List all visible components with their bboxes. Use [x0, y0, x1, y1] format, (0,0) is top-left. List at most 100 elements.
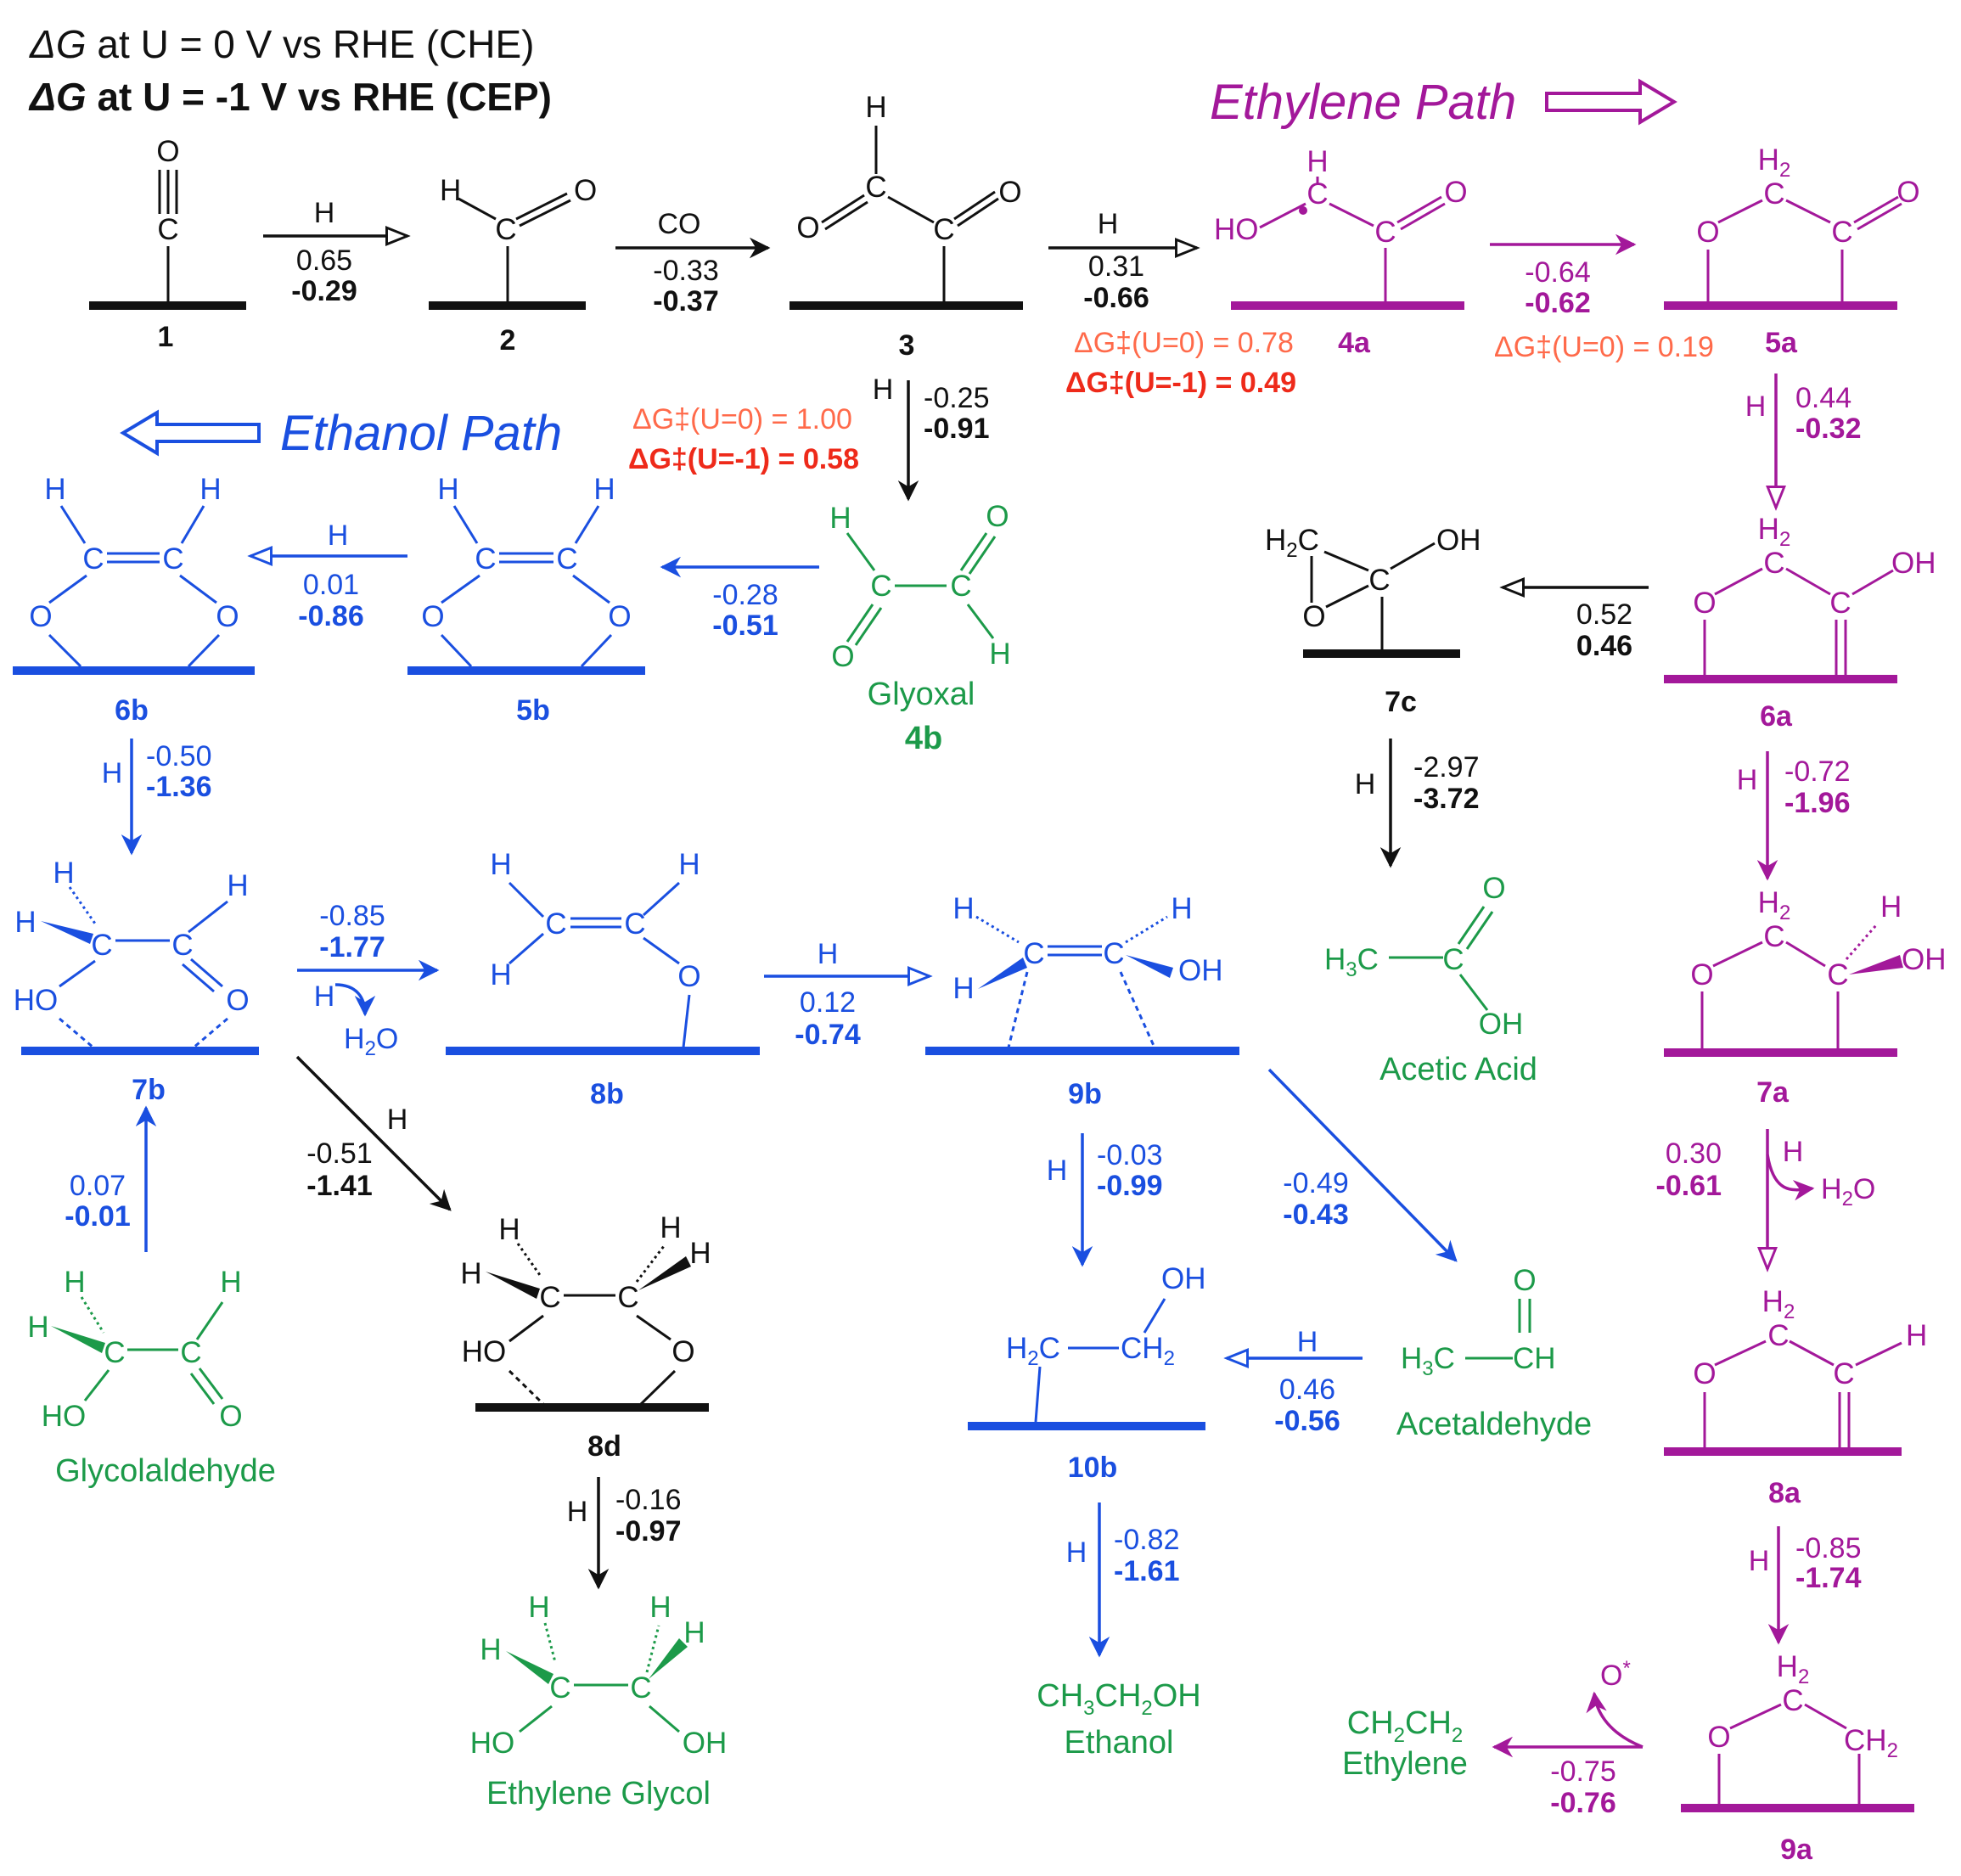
- svg-text:-0.82: -0.82: [1114, 1524, 1180, 1556]
- svg-text:HO: HO: [1214, 213, 1259, 246]
- svg-text:O: O: [831, 640, 854, 673]
- header-legend: ΔG at U = 0 V vs RHE (CHE) ΔG at U = -1 …: [28, 22, 552, 119]
- svg-text:O: O: [1302, 600, 1325, 633]
- molecule-8d: H H C C H H HO O: [460, 1211, 711, 1406]
- molecule-5b: H H C C O O: [421, 473, 632, 668]
- svg-text:-1.61: -1.61: [1114, 1555, 1180, 1587]
- svg-text:O: O: [1693, 1357, 1716, 1390]
- label-8b: 8b: [590, 1078, 624, 1110]
- svg-text:0.65: 0.65: [296, 244, 352, 277]
- svg-text:H: H: [490, 848, 511, 881]
- formula-ethanol: CH3CH2OH: [1037, 1678, 1201, 1720]
- svg-text:H: H: [490, 958, 511, 991]
- svg-text:H: H: [818, 938, 839, 970]
- svg-text:0.46: 0.46: [1576, 630, 1632, 662]
- svg-text:ΔG‡(U=-1) = 0.49: ΔG‡(U=-1) = 0.49: [1065, 367, 1296, 399]
- svg-text:0.01: 0.01: [303, 569, 359, 601]
- svg-text:C: C: [1442, 943, 1464, 976]
- svg-text:H: H: [1171, 892, 1192, 925]
- label-3: 3: [899, 329, 915, 362]
- svg-text:H: H: [314, 980, 335, 1013]
- svg-text:HO: HO: [42, 1400, 87, 1433]
- svg-text:C: C: [870, 570, 891, 603]
- svg-text:-0.16: -0.16: [615, 1484, 682, 1516]
- svg-text:-1.74: -1.74: [1795, 1562, 1862, 1594]
- svg-text:H: H: [227, 869, 248, 902]
- svg-text:-0.99: -0.99: [1097, 1170, 1163, 1202]
- svg-text:-0.91: -0.91: [924, 413, 990, 445]
- svg-text:C: C: [1829, 587, 1851, 620]
- svg-text:H: H: [1745, 390, 1767, 423]
- svg-text:-0.61: -0.61: [1656, 1170, 1722, 1202]
- molecule-2: H C O: [440, 174, 597, 301]
- svg-text:C: C: [180, 1336, 201, 1369]
- svg-text:0.52: 0.52: [1576, 598, 1632, 631]
- molecule-9a: O H2 C CH2: [1707, 1650, 1898, 1804]
- barriers: ΔG‡(U=0) = 0.78 ΔG‡(U=-1) = 0.49 ΔG‡(U=0…: [628, 327, 1714, 475]
- label-7b: 7b: [132, 1074, 166, 1106]
- svg-text:-0.51: -0.51: [712, 609, 778, 642]
- molecule-7b: H H H C C O HO: [14, 857, 250, 1049]
- svg-text:C: C: [171, 929, 193, 962]
- molecule-9b: H H C C H OH: [952, 892, 1223, 1048]
- svg-text:O: O: [671, 1335, 694, 1368]
- name-ethylene: Ethylene: [1342, 1746, 1468, 1782]
- ethanol-path-arrow: [120, 409, 261, 457]
- molecule-8a: O H2 C C H: [1693, 1285, 1927, 1447]
- svg-text:O: O: [1513, 1264, 1536, 1297]
- svg-text:0.07: 0.07: [70, 1170, 126, 1202]
- svg-text:0.46: 0.46: [1279, 1373, 1335, 1406]
- svg-text:H2C: H2C: [1006, 1332, 1060, 1370]
- svg-text:ΔG‡(U=0) = 0.19: ΔG‡(U=0) = 0.19: [1494, 331, 1714, 363]
- water-7b: H2O: [344, 1023, 398, 1060]
- svg-text:OH: OH: [1891, 547, 1936, 580]
- svg-text:-0.25: -0.25: [924, 382, 990, 414]
- svg-text:-0.37: -0.37: [653, 285, 719, 317]
- molecule-ethylene-glycol: H H C C H H HO OH Ethylene Glycol: [470, 1591, 728, 1811]
- svg-text:-1.36: -1.36: [146, 771, 212, 803]
- svg-text:H: H: [689, 1237, 711, 1270]
- svg-text:C: C: [1374, 216, 1396, 249]
- molecule-8b: H H C C H O: [490, 848, 701, 1048]
- svg-text:C: C: [617, 1281, 638, 1314]
- svg-text:H: H: [387, 1104, 408, 1136]
- svg-text:C: C: [1023, 937, 1044, 970]
- svg-text:O: O: [796, 211, 819, 244]
- svg-text:C: C: [624, 907, 645, 941]
- svg-text:C: C: [1763, 920, 1784, 953]
- svg-text:H2: H2: [1777, 1650, 1810, 1688]
- svg-text:H: H: [1749, 1545, 1770, 1577]
- energies-black: H 0.65 -0.29 CO -0.33 -0.37 H 0.31 -0.66…: [291, 197, 1632, 1547]
- svg-text:H: H: [53, 857, 74, 890]
- svg-text:H3C: H3C: [1324, 943, 1379, 981]
- o-star: O*: [1600, 1657, 1631, 1692]
- svg-text:H: H: [102, 757, 123, 789]
- svg-text:H: H: [14, 906, 36, 939]
- svg-text:CH2: CH2: [1844, 1724, 1898, 1762]
- svg-text:C: C: [104, 1336, 125, 1369]
- svg-text:-0.50: -0.50: [146, 740, 212, 772]
- svg-text:H: H: [567, 1496, 588, 1528]
- svg-text:-0.86: -0.86: [298, 600, 364, 632]
- svg-text:-0.56: -0.56: [1274, 1405, 1340, 1437]
- svg-text:H2: H2: [1758, 513, 1791, 551]
- svg-text:C: C: [1368, 564, 1390, 597]
- arrow-water-loss-7b: [334, 983, 376, 1017]
- svg-text:O: O: [574, 174, 597, 207]
- svg-text:-0.64: -0.64: [1525, 256, 1591, 289]
- arrow-7b-8d: [295, 1055, 452, 1211]
- molecule-glyoxal: H C C O O H Glyoxal: [829, 500, 1010, 712]
- svg-text:-0.51: -0.51: [306, 1137, 373, 1170]
- svg-text:H: H: [1906, 1319, 1927, 1352]
- svg-text:C: C: [1306, 177, 1328, 211]
- name-acetic-acid: Acetic Acid: [1379, 1052, 1537, 1087]
- svg-text:-0.03: -0.03: [1097, 1139, 1163, 1171]
- svg-text:H: H: [1355, 768, 1376, 800]
- svg-text:C: C: [1782, 1684, 1803, 1717]
- svg-text:OH: OH: [1178, 954, 1223, 987]
- svg-text:H: H: [328, 520, 349, 552]
- svg-text:ΔG‡(U=0) = 0.78: ΔG‡(U=0) = 0.78: [1074, 327, 1294, 359]
- svg-text:ΔG‡(U=-1) = 0.58: ΔG‡(U=-1) = 0.58: [628, 443, 859, 475]
- svg-text:C: C: [545, 907, 566, 941]
- label-7a: 7a: [1756, 1076, 1790, 1109]
